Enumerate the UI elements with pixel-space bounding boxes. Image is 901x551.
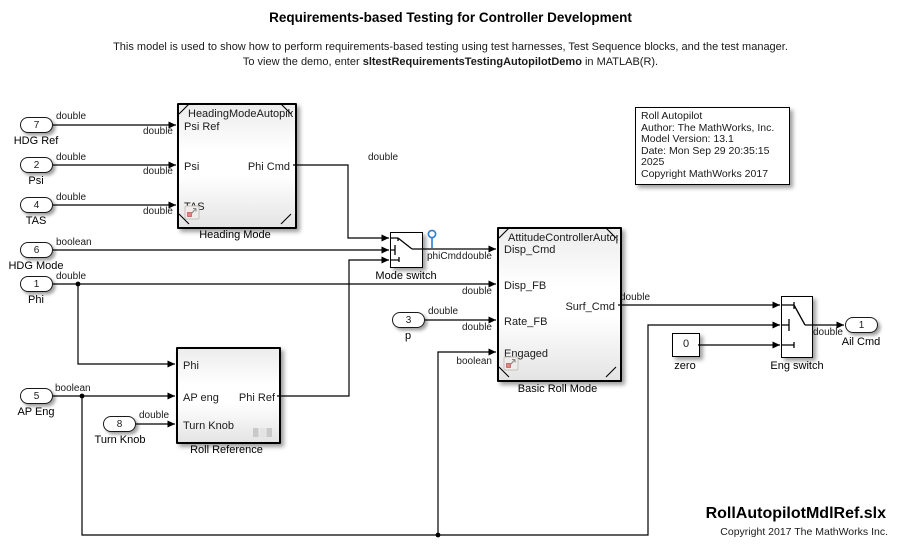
- signal-type-label: double: [368, 152, 399, 163]
- inport-hdg-mode-label: HDG Mode: [8, 260, 64, 272]
- signal-type-label: double: [56, 192, 87, 203]
- desc-prefix: To view the demo, enter: [242, 56, 363, 68]
- signal-type-label: double: [461, 322, 492, 333]
- signal-type-label: double: [139, 410, 170, 421]
- signal-type-label: double: [56, 111, 87, 122]
- desc-suffix: in MATLAB(R).: [581, 56, 659, 68]
- eng-switch-label: Eng switch: [770, 360, 824, 372]
- port-label-rate-fb: Rate_FB: [504, 316, 548, 328]
- port-label-disp-fb: Disp_FB: [504, 280, 547, 292]
- basic-roll-mode-block[interactable]: AttitudeControllerAutopilot Disp_Cmd Dis…: [497, 227, 622, 382]
- port-label-psi-ref: Psi Ref: [184, 121, 220, 133]
- inport-hdg-ref[interactable]: 7: [20, 117, 53, 133]
- roll-reference-block[interactable]: Phi AP eng Turn Knob Phi Ref: [176, 347, 281, 444]
- inport-turn-knob[interactable]: 8: [103, 416, 136, 432]
- annotation-line: Author: The MathWorks, Inc.: [641, 121, 775, 134]
- signal-type-label: double: [56, 152, 87, 163]
- outport-ail-cmd[interactable]: 1: [845, 317, 878, 333]
- footer-copyright: Copyright 2017 The MathWorks Inc.: [720, 526, 888, 538]
- port-label-ap-eng: AP eng: [183, 392, 219, 404]
- outport-ail-cmd-label: Ail Cmd: [841, 336, 881, 348]
- inport-phi[interactable]: 1: [20, 276, 53, 292]
- signal-type-label: boolean: [56, 237, 92, 248]
- inport-turn-knob-label: Turn Knob: [94, 434, 146, 446]
- port-label-surf-cmd: Surf_Cmd: [565, 301, 615, 313]
- signal-type-label: double: [56, 271, 87, 282]
- eng-switch-block[interactable]: [781, 296, 813, 358]
- annotation-line: Roll Autopilot: [641, 110, 703, 122]
- signal-type-label: boolean: [456, 356, 492, 367]
- zero-constant-block[interactable]: 0: [672, 333, 700, 357]
- demo-command: sltestRequirementsTestingAutopilotDemo: [362, 56, 582, 68]
- signal-type-label: double: [142, 166, 173, 177]
- annotation-line: Date: Mon Sep 29 20:35:15 2025: [641, 144, 770, 169]
- signal-type-label: double: [461, 286, 492, 297]
- zero-constant-label: zero: [674, 360, 696, 372]
- signal-type-label: boolean: [55, 383, 91, 394]
- inport-hdg-ref-label: HDG Ref: [13, 135, 59, 147]
- inport-p-label: p: [404, 330, 412, 342]
- port-label-phi-in: Phi: [183, 360, 199, 372]
- inport-tas-label: TAS: [25, 215, 47, 227]
- heading-mode-label: Heading Mode: [199, 229, 271, 241]
- port-label-engaged: Engaged: [504, 348, 549, 360]
- port-label-disp-cmd: Disp_Cmd: [504, 244, 556, 256]
- inport-tas[interactable]: 4: [20, 197, 53, 213]
- annotation-line: Model Version: 13.1: [641, 133, 734, 146]
- inport-psi[interactable]: 2: [20, 157, 53, 173]
- roll-reference-label: Roll Reference: [190, 444, 263, 456]
- model-title: Requirements-based Testing for Controlle…: [269, 10, 632, 25]
- annotation-box[interactable]: Roll Autopilot Author: The MathWorks, In…: [635, 107, 790, 185]
- port-label-phi-cmd: Phi Cmd: [247, 161, 290, 173]
- inport-phi-label: Phi: [28, 294, 44, 306]
- inport-p[interactable]: 3: [392, 312, 425, 328]
- model-filename: RollAutopilotMdlRef.slx: [705, 505, 886, 522]
- heading-mode-model-name: HeadingModeAutopilotM: [188, 108, 293, 120]
- inport-hdg-mode[interactable]: 6: [20, 242, 53, 258]
- port-label-turn-knob: Turn Knob: [183, 420, 234, 432]
- signal-type-label: double: [812, 327, 843, 338]
- port-label-psi: Psi: [184, 161, 200, 173]
- signal-type-label: double: [461, 251, 492, 262]
- signal-type-label: double: [142, 206, 173, 217]
- mode-switch-block[interactable]: [390, 232, 423, 268]
- test-point-icon: [427, 229, 437, 248]
- model-description-line1: This model is used to show how to perfor…: [113, 41, 788, 53]
- inport-ap-eng-label: AP Eng: [17, 406, 55, 418]
- basic-roll-mode-label: Basic Roll Mode: [517, 383, 598, 395]
- model-description-line2: To view the demo, enter sltestRequiremen…: [0, 56, 901, 68]
- basic-roll-mode-model-name: AttitudeControllerAutopilot: [508, 232, 618, 244]
- heading-mode-block[interactable]: HeadingModeAutopilotM Psi Ref Psi TAS Ph…: [177, 103, 297, 229]
- signal-type-label: double: [428, 306, 459, 317]
- signal-type-label: double: [142, 126, 173, 137]
- port-label-tas: TAS: [184, 201, 205, 213]
- inport-psi-label: Psi: [28, 175, 44, 187]
- signal-type-label: double: [620, 292, 651, 303]
- annotation-line: Copyright MathWorks 2017: [641, 167, 769, 180]
- signal-name-label: phiCmd: [427, 251, 462, 262]
- inport-ap-eng[interactable]: 5: [20, 388, 53, 404]
- mode-switch-label: Mode switch: [375, 270, 437, 282]
- port-label-phi-ref: Phi Ref: [238, 392, 275, 404]
